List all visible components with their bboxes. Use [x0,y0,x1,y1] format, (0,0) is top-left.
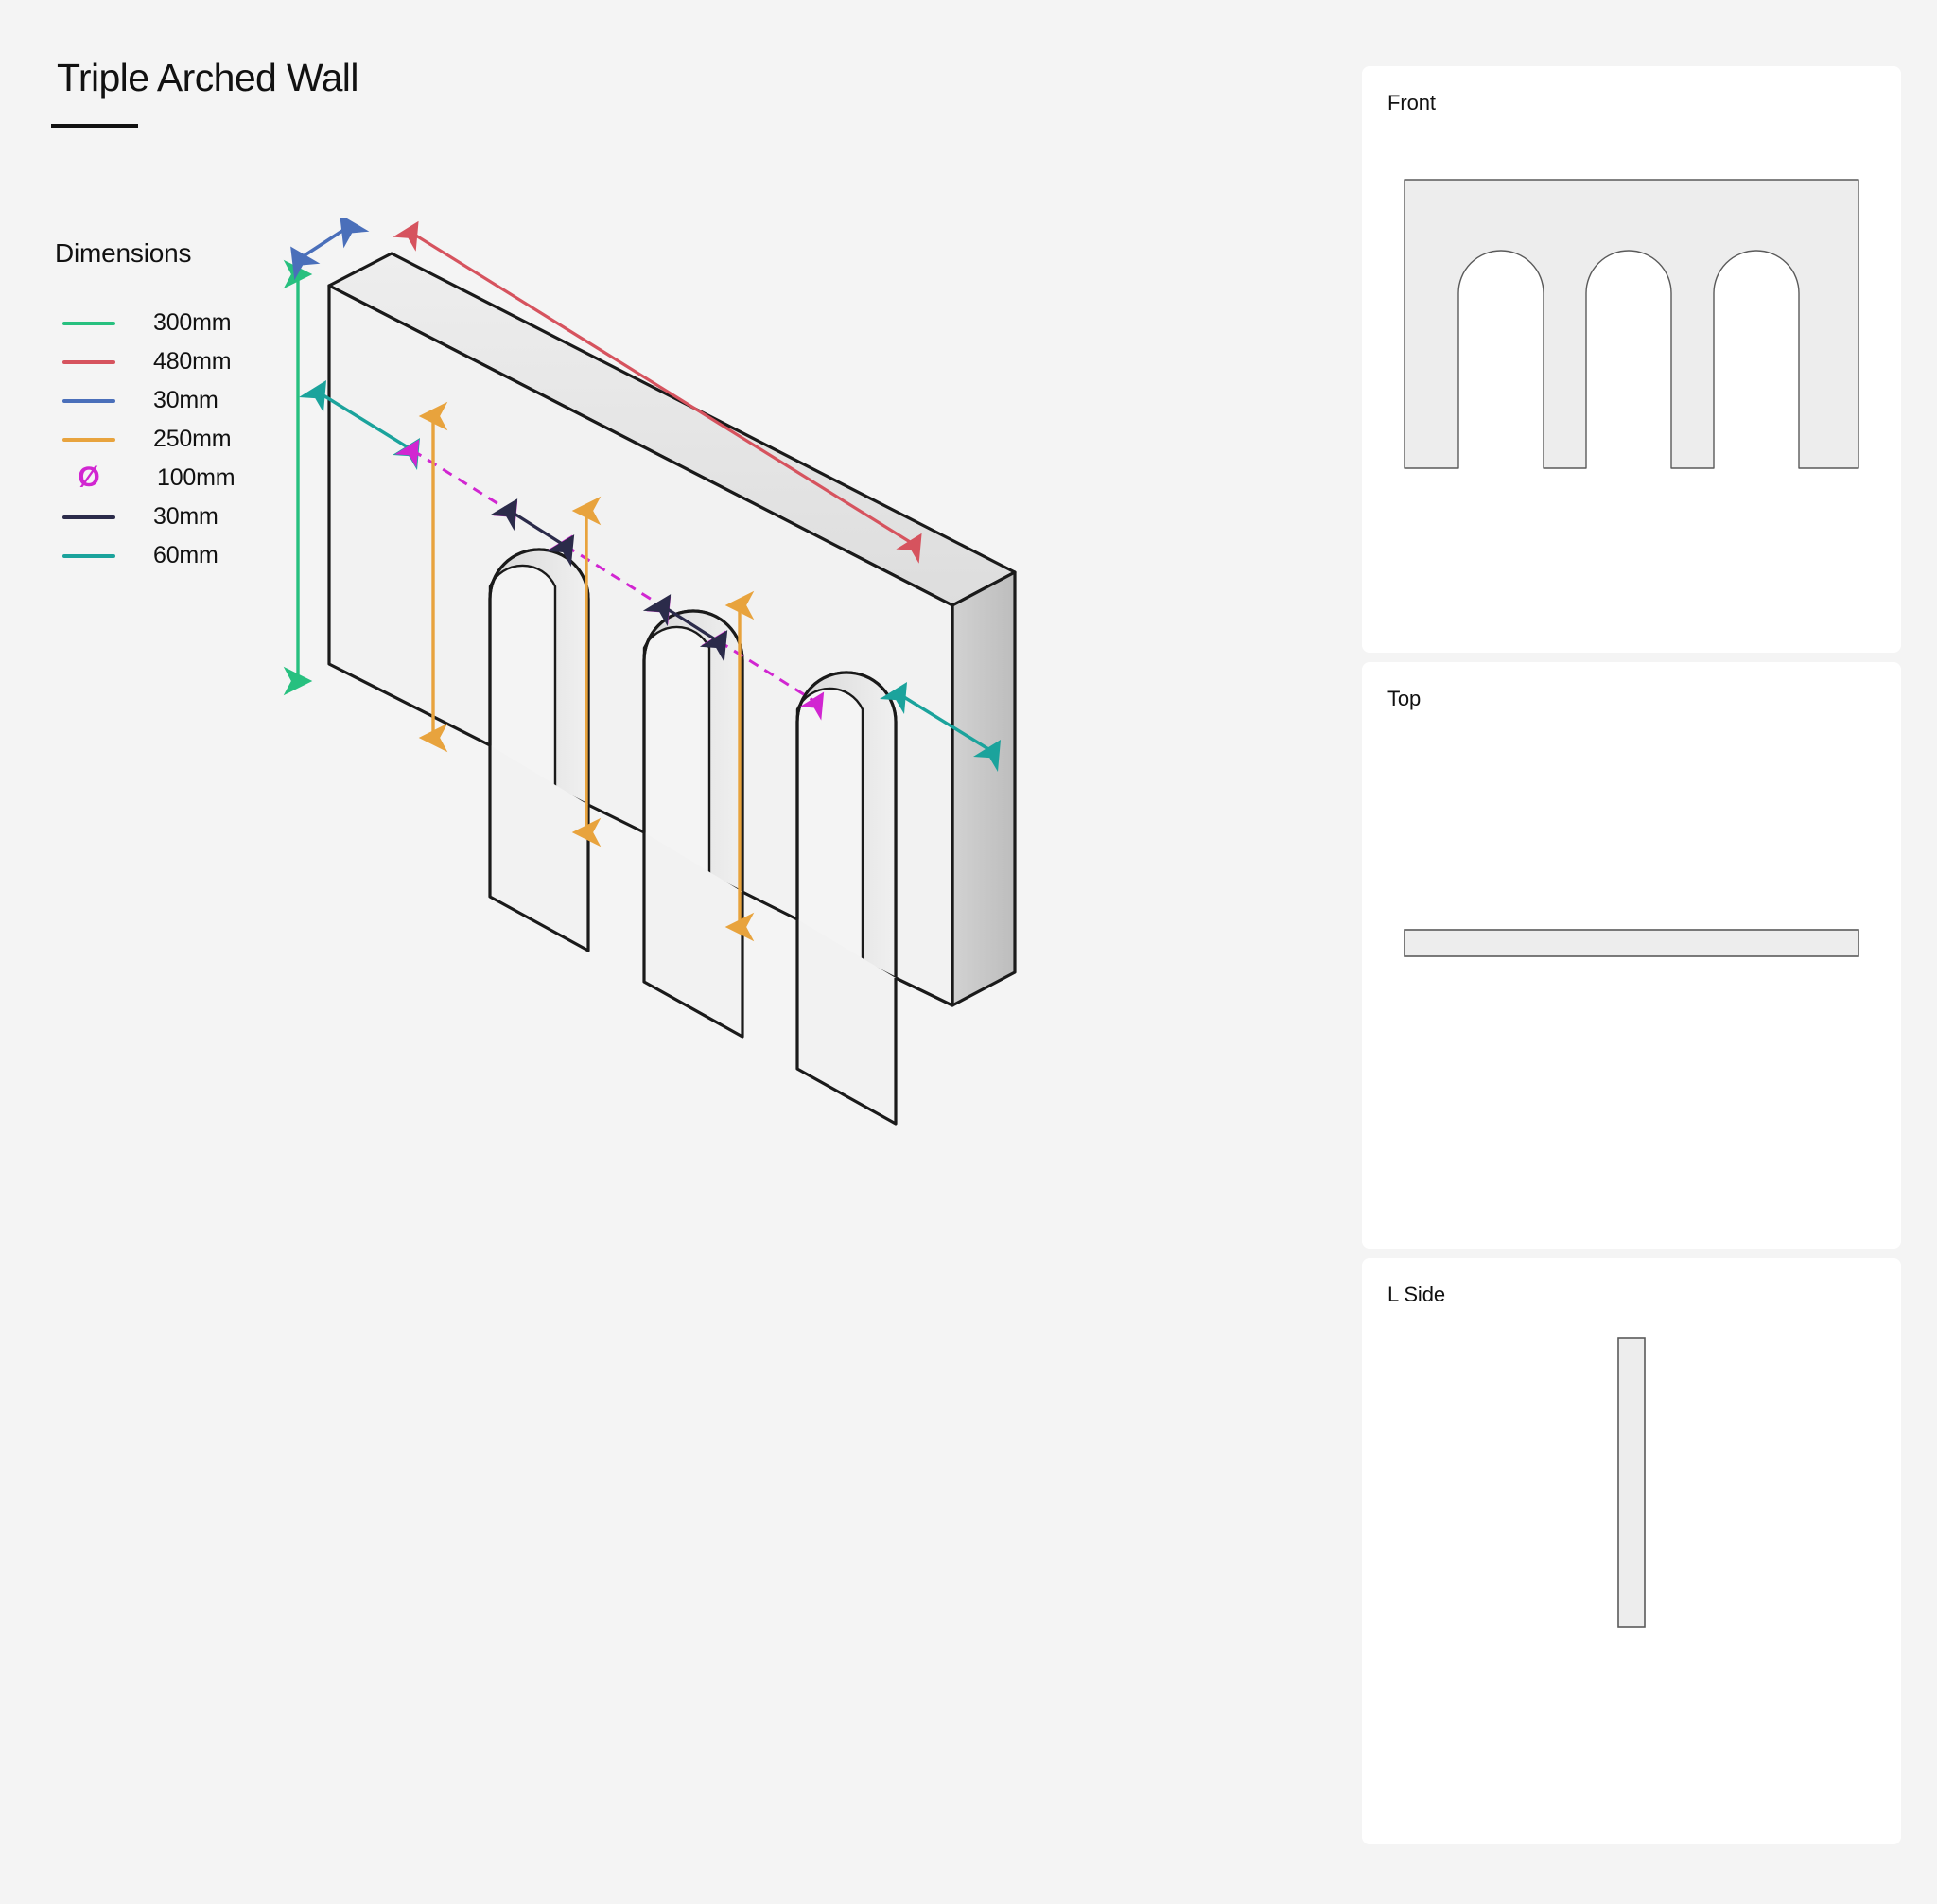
top-view-svg [1404,929,1859,957]
title-underline-rule [51,124,138,129]
view-card-top: Top [1362,662,1901,1249]
dimension-480mm-length [393,220,922,564]
pier-2-base [642,832,744,1039]
view-card-front: Front [1362,66,1901,653]
front-view-outline [1404,179,1859,469]
legend-item-30mm-pier: 30mm [55,498,235,536]
dimension-annotations [283,214,1002,942]
line-swatch-icon [55,359,123,364]
legend-item-60mm: 60mm [55,536,235,575]
line-swatch-icon [55,553,123,558]
legend-item-label: 60mm [153,542,218,568]
legend-item-label: 100mm [157,464,236,491]
view-label-top: Top [1387,687,1422,710]
legend-heading: Dimensions [55,238,192,268]
top-view-outline [1404,929,1859,957]
line-swatch-icon [55,437,123,442]
view-label-lside: L Side [1387,1283,1445,1306]
legend-item-label: 480mm [153,348,232,375]
diameter-symbol-icon: Ø [78,461,100,493]
dimension-30mm-pier-1 [489,498,575,568]
legend-item-label: 30mm [153,387,218,413]
legend-item-100mm-diameter: Ø 100mm [55,459,235,498]
view-card-lside: L Side [1362,1258,1901,1844]
legend-item-480mm: 480mm [55,342,235,381]
title-block: Triple Arched Wall [51,56,358,129]
legend-item-label: 300mm [153,309,232,336]
lside-view-outline [1617,1337,1646,1628]
dimension-60mm-right-pier [879,681,1002,773]
legend-item-30mm-thickness: 30mm [55,381,235,420]
legend-item-300mm: 300mm [55,304,235,342]
page-title: Triple Arched Wall [57,56,358,99]
pier-1-base [488,745,590,952]
legend-item-label: 30mm [153,503,218,530]
pier-3-base [795,919,898,1126]
front-view-svg [1404,179,1859,469]
isometric-drawing [236,214,1305,1187]
line-swatch-icon [55,398,123,403]
dimensions-legend: Dimensions 300mm 480mm 30mm 250mm [55,238,236,575]
view-label-front: Front [1387,91,1436,114]
legend-item-250mm: 250mm [55,420,235,459]
line-swatch-icon [55,321,123,325]
line-swatch-icon [55,515,123,519]
dimension-30mm-thickness [290,214,370,281]
legend-item-label: 250mm [153,426,232,452]
lside-view-svg [1617,1337,1646,1628]
wall-right-end-face [951,570,1017,1007]
isometric-svg [283,214,1017,1126]
dimension-30mm-pier-2 [642,594,728,663]
